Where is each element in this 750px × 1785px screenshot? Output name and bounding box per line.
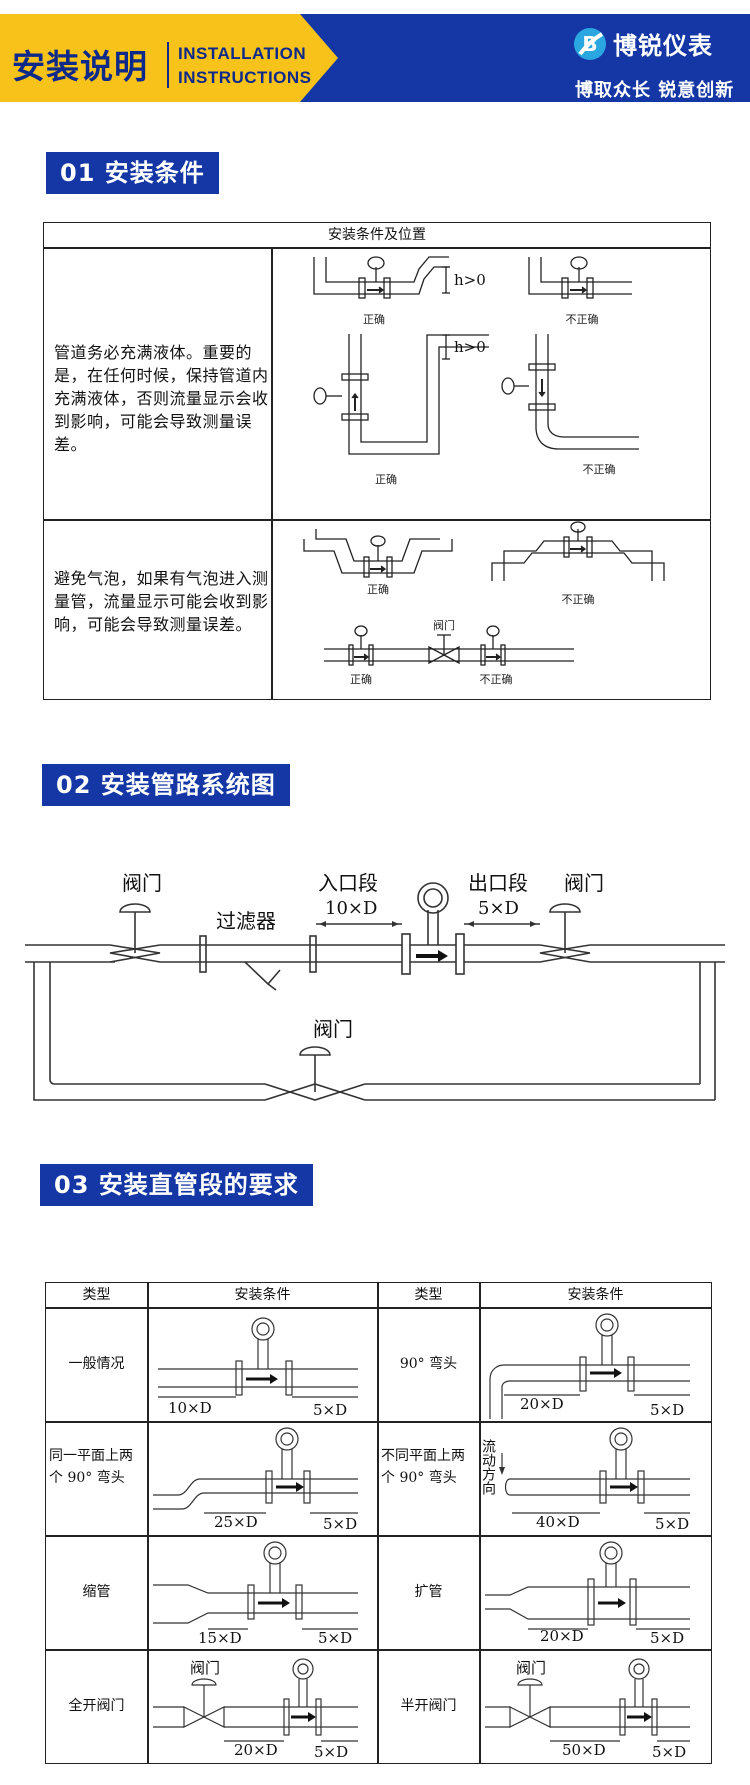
header-title-en-2: INSTRUCTIONS: [178, 68, 312, 87]
row2-label-incorrect-2: 不正确: [480, 673, 513, 686]
diagram-full-valve: 阀门 20×D 5×D: [153, 1658, 358, 1761]
length-upstream: 20×D: [234, 1741, 278, 1759]
diagram-expander: 20×D 5×D: [485, 1541, 690, 1647]
type-reducer: 缩管: [82, 1584, 111, 1600]
row1-label-incorrect-1: 不正确: [566, 313, 599, 326]
length-upstream: 15×D: [198, 1629, 242, 1647]
length-downstream: 5×D: [323, 1515, 357, 1533]
pipeline-system-diagram: 阀门 过滤器 入口段 10×D 出口段 5×D 阀门 阀门: [25, 871, 725, 1101]
length-downstream: 5×D: [655, 1515, 689, 1533]
brand-name: 博锐仪表: [613, 32, 713, 60]
type-half-open-valve: 半开阀门: [400, 1698, 457, 1714]
type-full-open-valve: 全开阀门: [68, 1698, 125, 1714]
label-outlet: 出口段: [468, 871, 528, 895]
label-inlet: 入口段: [318, 871, 378, 895]
diagram-reducer: 15×D 5×D: [153, 1541, 358, 1647]
header-arrow-tip: [300, 14, 338, 102]
svg-text:B: B: [582, 32, 597, 56]
table-divider: [46, 1307, 711, 1309]
valve-label: 阀门: [190, 1659, 220, 1677]
header-title-en-1: INSTALLATION: [178, 44, 307, 63]
col-header-type-1: 类型: [82, 1287, 111, 1303]
header-yellow-banner: [0, 14, 338, 102]
label-inlet-length: 10×D: [325, 898, 377, 919]
brand-logo-icon: B: [574, 28, 606, 60]
diagram-two-elbows-same: 25×D 5×D: [153, 1427, 358, 1533]
col-header-condition-2: 安装条件: [567, 1287, 624, 1303]
length-upstream: 20×D: [540, 1627, 584, 1645]
dimension-arrow: [467, 921, 474, 927]
table-divider: [479, 1283, 481, 1763]
header-title-cn: 安装说明: [12, 47, 148, 86]
label-filter: 过滤器: [216, 909, 276, 933]
length-upstream: 50×D: [562, 1741, 606, 1759]
row2-diagrams: 正确 不正确 阀门 正确 不正确: [303, 521, 665, 686]
installation-conditions-table: 安装条件及位置 管道务必充满液体。重要的是，在任何时候，保持管道内充满液体，否则…: [43, 222, 711, 700]
diagram-two-elbows-diff: 流动方向 40×D 5×D: [480, 1427, 690, 1533]
row1-height-label-2: h>0: [454, 338, 486, 356]
length-upstream: 40×D: [536, 1513, 580, 1531]
table-divider: [271, 247, 273, 699]
row1-description: 管道务必充满液体。重要的是，在任何时候，保持管道内充满液体，否则流量显示会收到影…: [54, 343, 269, 454]
header-blue-banner: [300, 14, 750, 102]
section1-heading: 01 安装条件: [46, 152, 219, 194]
type-90-elbow: 90° 弯头: [399, 1356, 458, 1372]
table-divider: [46, 1649, 711, 1651]
col-header-type-2: 类型: [414, 1287, 443, 1303]
dimension-arrow: [319, 921, 326, 927]
row2-description: 避免气泡，如果有气泡进入测量管，流量显示可能会收到影响，可能会导致测量误差。: [54, 569, 269, 634]
straight-pipe-requirements-table: 类型 安装条件 类型 安装条件 一般情况 90° 弯头 同一平面上两个 90° …: [45, 1282, 712, 1764]
table-divider: [44, 519, 710, 521]
valve-label: 阀门: [516, 1659, 546, 1677]
row2-label-correct-2: 正确: [350, 673, 372, 686]
diagram-half-valve: 阀门 50×D 5×D: [485, 1658, 690, 1761]
type-general: 一般情况: [68, 1356, 125, 1372]
section2-heading: 02 安装管路系统图: [42, 764, 290, 806]
length-downstream: 5×D: [652, 1743, 686, 1761]
table-divider: [44, 247, 710, 249]
label-valve-bypass: 阀门: [313, 1017, 353, 1041]
diagram-general: 10×D 5×D: [158, 1317, 358, 1419]
dimension-arrow: [530, 921, 537, 927]
header-divider: [167, 42, 169, 88]
length-downstream: 5×D: [650, 1401, 684, 1419]
row1-label-correct-1: 正确: [363, 313, 385, 326]
row1-label-incorrect-2: 不正确: [583, 463, 616, 476]
label-valve-left: 阀门: [122, 871, 162, 895]
row1-height-label-1: h>0: [454, 271, 486, 289]
col-header-condition-1: 安装条件: [234, 1287, 291, 1303]
label-valve-right: 阀门: [564, 871, 604, 895]
page-header: 安装说明 INSTALLATION INSTRUCTIONS B 博锐仪表 博取…: [0, 0, 750, 112]
flow-arrow-head: [438, 950, 448, 962]
row2-label-incorrect-1: 不正确: [562, 593, 595, 606]
length-downstream: 5×D: [314, 1743, 348, 1761]
table-divider: [377, 1283, 379, 1763]
row2-label-valve: 阀门: [433, 618, 455, 632]
diagram-90-elbow: 20×D 5×D: [489, 1313, 690, 1419]
row1-diagrams: 正确 不正确 正确 不正确 h>0 h>0: [313, 256, 639, 486]
length-downstream: 5×D: [313, 1401, 347, 1419]
length-upstream: 20×D: [520, 1395, 564, 1413]
length-upstream: 10×D: [168, 1399, 212, 1417]
type-expander: 扩管: [414, 1584, 443, 1600]
brand-slogan: 博取众长 锐意创新: [575, 80, 735, 101]
dimension-arrow: [392, 921, 399, 927]
flow-direction-label: 流动方向: [480, 1439, 496, 1495]
row1-label-correct-2: 正确: [375, 473, 397, 486]
row2-label-correct-1: 正确: [367, 583, 389, 596]
length-downstream: 5×D: [318, 1629, 352, 1647]
label-outlet-length: 5×D: [478, 898, 519, 919]
table-caption: 安装条件及位置: [328, 227, 426, 243]
section3-heading: 03 安装直管段的要求: [40, 1164, 313, 1206]
table-divider: [46, 1421, 711, 1423]
length-downstream: 5×D: [650, 1629, 684, 1647]
table-divider: [46, 1535, 711, 1537]
type-two-elbows-diff-plane: 不同平面上两个 90° 弯头: [381, 1448, 465, 1486]
type-two-elbows-same-plane: 同一平面上两个 90° 弯头: [49, 1448, 133, 1486]
length-upstream: 25×D: [214, 1513, 258, 1531]
table-divider: [147, 1283, 149, 1763]
